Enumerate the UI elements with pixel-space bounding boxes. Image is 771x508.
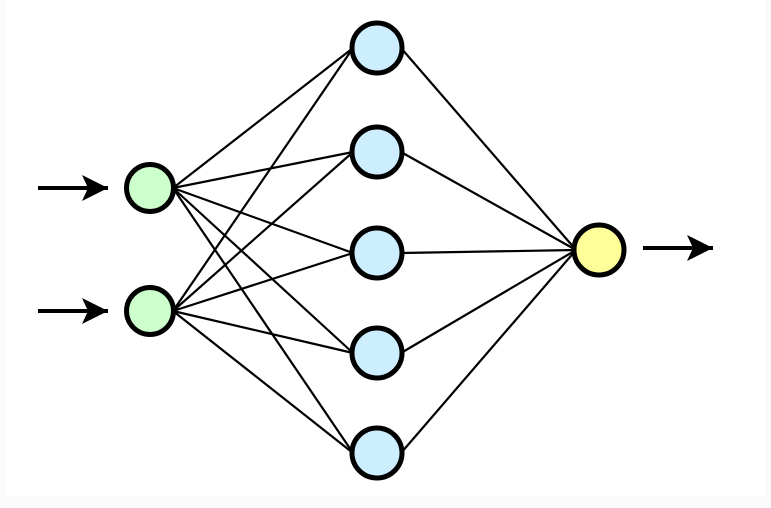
node-circle-h1[interactable] (349, 20, 405, 76)
input-arrow-1-head-icon (82, 175, 108, 201)
node-i1[interactable] (124, 162, 176, 214)
edge-i2-h2 (171, 150, 355, 313)
node-h4[interactable] (349, 325, 405, 381)
node-circle-i1[interactable] (124, 162, 176, 214)
edge-h2-o1 (399, 150, 578, 252)
node-circle-o1[interactable] (571, 222, 627, 278)
input-arrow-1 (38, 175, 108, 201)
edge-i1-h2 (171, 150, 355, 190)
edge-i1-h4 (171, 186, 355, 355)
edge-i2-h5 (171, 309, 355, 455)
node-circle-h5[interactable] (349, 425, 405, 481)
edge-i2-h3 (171, 251, 355, 313)
arrows-group (38, 175, 713, 324)
edge-i1-h1 (171, 46, 355, 190)
node-o1[interactable] (571, 222, 627, 278)
node-h1[interactable] (349, 20, 405, 76)
edge-i2-h4 (171, 309, 355, 355)
edge-h1-o1 (399, 46, 578, 252)
node-i2[interactable] (124, 285, 176, 337)
input-arrow-2 (38, 298, 108, 324)
edge-h4-o1 (399, 248, 578, 355)
node-circle-i2[interactable] (124, 285, 176, 337)
edges-group (171, 46, 578, 455)
node-circle-h2[interactable] (349, 124, 405, 180)
input-arrow-2-head-icon (82, 298, 108, 324)
node-h5[interactable] (349, 425, 405, 481)
node-h3[interactable] (349, 225, 405, 281)
nodes-group (124, 20, 627, 481)
output-arrow (643, 235, 713, 261)
edge-i1-h5 (171, 186, 355, 455)
edge-h5-o1 (399, 248, 578, 455)
edge-i2-h1 (171, 46, 355, 313)
node-h2[interactable] (349, 124, 405, 180)
node-circle-h3[interactable] (349, 225, 405, 281)
edge-i1-h3 (171, 186, 355, 255)
node-circle-h4[interactable] (349, 325, 405, 381)
output-arrow-head-icon (687, 235, 713, 261)
edge-h3-o1 (399, 248, 578, 255)
